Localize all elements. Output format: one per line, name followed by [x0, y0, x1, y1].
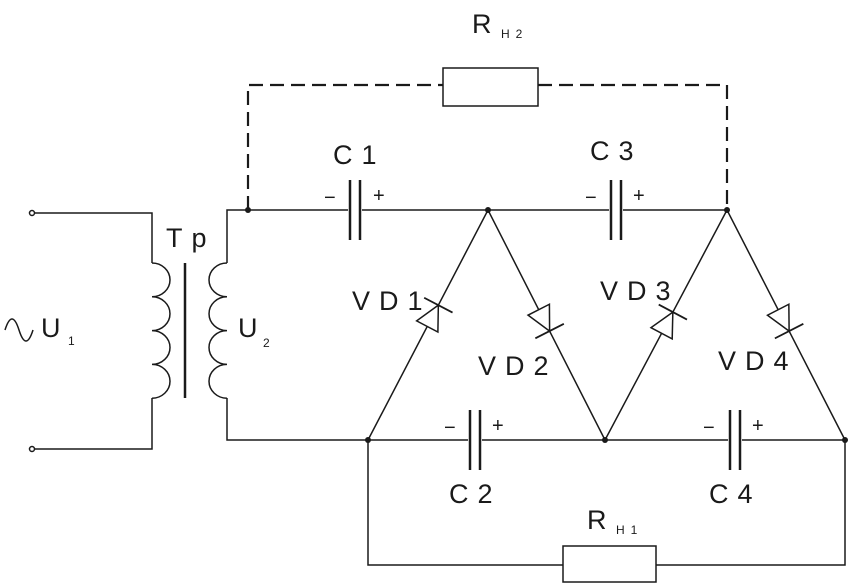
ac-source-icon	[4, 318, 34, 342]
junction-dot	[485, 207, 491, 213]
input-terminal-top	[28, 209, 36, 217]
svg-text:+: +	[752, 415, 764, 437]
label-u2-sub: 2	[263, 336, 276, 350]
resistor-rh1	[562, 545, 657, 583]
capacitor-c2: − +	[444, 410, 504, 470]
svg-text:−: −	[703, 417, 715, 439]
diode-cathode-bar	[774, 322, 804, 340]
capacitor-c3: − +	[585, 180, 645, 240]
label-transformer: Tp	[166, 223, 216, 253]
label-u1: U	[41, 313, 70, 343]
label-c2: C2	[449, 479, 502, 509]
label-c1: C1	[333, 140, 386, 170]
svg-text:−: −	[585, 187, 597, 209]
junction-dot	[245, 207, 251, 213]
label-vd4: VD4	[718, 346, 798, 376]
junction-dot	[602, 437, 608, 443]
label-rh2-sub: H2	[501, 27, 528, 41]
diode-cathode-bar	[534, 323, 565, 340]
top-rail	[226, 209, 727, 263]
capacitor-c1: − +	[324, 180, 385, 240]
label-c4: C4	[709, 479, 762, 509]
capacitor-c4: − +	[703, 410, 764, 470]
diode-vd3	[649, 303, 688, 341]
label-rh2: R	[472, 9, 501, 39]
secondary-winding	[208, 262, 228, 399]
svg-text:−: −	[444, 417, 456, 439]
diode-ladder-wires	[367, 208, 846, 442]
svg-text:+: +	[492, 415, 504, 437]
label-rh1: R	[587, 505, 616, 535]
diode-vd4	[766, 303, 804, 340]
label-vd2: VD2	[478, 351, 558, 381]
rh1-wires	[367, 440, 846, 566]
input-terminal-bottom	[28, 445, 36, 453]
svg-text:−: −	[324, 187, 336, 209]
label-vd1: VD1	[352, 286, 432, 316]
junction-dots	[245, 207, 848, 443]
diode-triangle	[766, 303, 790, 333]
junction-dot	[842, 437, 848, 443]
diode-triangle	[526, 303, 551, 333]
primary-wires	[35, 212, 153, 450]
junction-dot	[724, 207, 730, 213]
diode-cathode-bar	[658, 303, 688, 321]
svg-text:+: +	[633, 185, 645, 207]
label-rh1-sub: H1	[616, 523, 643, 537]
diode-vd1	[415, 296, 453, 334]
diode-triangle	[649, 310, 674, 341]
resistor-rh2	[442, 67, 539, 107]
label-vd3: VD3	[600, 276, 680, 306]
junction-dot	[365, 437, 371, 443]
svg-text:+: +	[373, 185, 385, 207]
primary-winding	[151, 262, 171, 399]
label-c3: C3	[590, 136, 643, 166]
diode-triangle	[415, 303, 440, 334]
diode-cathode-bar	[423, 296, 453, 314]
diode-vd2	[526, 303, 565, 340]
rh2-dashed-wires	[246, 83, 729, 210]
label-u2: U	[238, 313, 267, 343]
label-u1-sub: 1	[68, 334, 81, 348]
